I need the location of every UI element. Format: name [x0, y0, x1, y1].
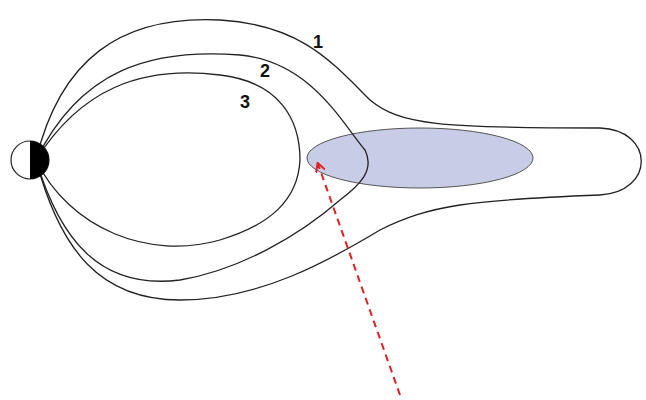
region-ellipse — [307, 128, 533, 188]
callout-number: 3 — [240, 93, 250, 111]
field-line — [36, 73, 300, 246]
earth-night-side — [30, 141, 49, 179]
callout-number: 2 — [260, 62, 270, 80]
earth — [11, 141, 49, 179]
pointer-arrow — [318, 164, 400, 395]
callout-number: 1 — [313, 33, 323, 51]
field-line — [36, 20, 641, 300]
